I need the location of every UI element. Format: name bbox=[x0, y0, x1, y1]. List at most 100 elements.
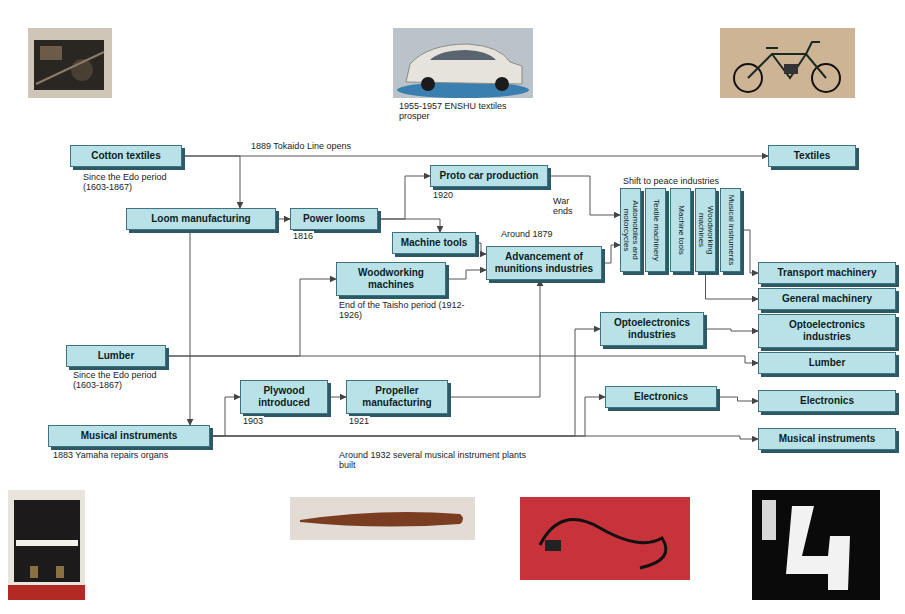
box-label: Advancement of munitions industries bbox=[493, 251, 595, 275]
note-label: Around 1879 bbox=[500, 229, 554, 239]
box-label: Transport machinery bbox=[765, 267, 889, 279]
car-photo bbox=[393, 28, 533, 98]
box-label: Automobiles and motorcycles bbox=[622, 190, 640, 270]
organ-pedal bbox=[56, 566, 64, 578]
loom-photo bbox=[28, 28, 112, 98]
box-label: Plywood introduced bbox=[247, 385, 321, 409]
box-label: Lumber bbox=[73, 350, 159, 362]
flow-arrow bbox=[210, 329, 600, 436]
flow-arrow bbox=[190, 230, 191, 425]
process-box: Electronics bbox=[605, 386, 717, 408]
organ-photo bbox=[8, 490, 85, 600]
process-box: Cotton textiles bbox=[70, 145, 182, 167]
cable bbox=[540, 520, 666, 568]
process-box: Propeller manufacturing bbox=[346, 380, 448, 414]
box-label: Textile machinery bbox=[651, 190, 660, 270]
flow-arrow bbox=[706, 272, 759, 299]
photo-ground bbox=[8, 490, 85, 600]
box-label: Electronics bbox=[612, 391, 710, 403]
flow-arrow bbox=[166, 356, 758, 363]
organ-keys bbox=[16, 540, 78, 546]
box-label: Electronics bbox=[765, 395, 889, 407]
process-box: Transport machinery bbox=[758, 262, 896, 284]
process-box: Musical instruments bbox=[48, 425, 210, 447]
flow-arrow bbox=[548, 176, 620, 215]
product-box: Textile machinery bbox=[645, 188, 666, 272]
note-label: Shift to peace industries bbox=[622, 176, 720, 186]
flow-arrow bbox=[276, 219, 290, 220]
flow-arrow bbox=[378, 176, 430, 219]
flow-arrow bbox=[182, 156, 768, 157]
box-label: Musical instruments bbox=[55, 430, 203, 442]
note-label: 1883 Yamaha repairs organs bbox=[52, 450, 169, 460]
flow-arrow bbox=[704, 329, 758, 331]
photo-ground bbox=[290, 497, 475, 540]
flow-arrow bbox=[476, 243, 486, 254]
cable-head bbox=[545, 540, 561, 551]
box-label: Optoelectronics industries bbox=[765, 319, 889, 343]
car-wheel bbox=[495, 77, 509, 91]
product-box: Woodworking machines bbox=[695, 188, 716, 272]
process-box: Textiles bbox=[768, 145, 856, 167]
loom-part bbox=[40, 46, 62, 60]
car-window bbox=[430, 50, 496, 60]
flow-arrow bbox=[328, 397, 346, 398]
flow-arrow bbox=[378, 219, 440, 232]
box-label: Musical instruments bbox=[765, 433, 889, 445]
box-label: Woodworking machines bbox=[343, 267, 439, 291]
propeller-photo bbox=[290, 497, 475, 540]
photo-ground bbox=[752, 490, 880, 600]
loom-frame bbox=[34, 40, 104, 90]
sensor-pattern bbox=[786, 506, 850, 590]
box-label: Optoelectronics industries bbox=[607, 317, 697, 341]
organ-pedal bbox=[30, 566, 38, 578]
process-box: Loom manufacturing bbox=[126, 208, 276, 230]
note-label: Since the Edo period (1603-1867) bbox=[72, 370, 174, 390]
process-box: Proto car production bbox=[430, 165, 548, 187]
flow-arrow bbox=[210, 397, 240, 436]
flow-arrow bbox=[446, 270, 486, 279]
process-box: Power looms bbox=[290, 208, 378, 230]
note-label: 1920 bbox=[432, 190, 454, 200]
bike-engine bbox=[784, 64, 798, 74]
note-label: Around 1932 several musical instrument p… bbox=[338, 450, 540, 470]
photo-ground bbox=[28, 28, 112, 98]
photo-ground bbox=[720, 28, 855, 98]
flow-arrow bbox=[717, 397, 758, 401]
endoscope-photo bbox=[520, 497, 690, 580]
process-box: Woodworking machines bbox=[336, 262, 446, 296]
box-label: Machine tools bbox=[676, 190, 685, 270]
process-box: Electronics bbox=[758, 390, 896, 412]
organ-body bbox=[14, 500, 80, 582]
product-box: Machine tools bbox=[670, 188, 691, 272]
box-label: Machine tools bbox=[399, 237, 469, 249]
process-box: Machine tools bbox=[392, 232, 476, 254]
note-label: Since the Edo period (1603-1867) bbox=[82, 172, 184, 192]
photo-floor bbox=[8, 585, 85, 600]
box-label: Loom manufacturing bbox=[133, 213, 269, 225]
process-box: Lumber bbox=[66, 345, 166, 367]
car-wheel bbox=[421, 77, 435, 91]
note-label: End of the Taisho period (1912-1926) bbox=[338, 300, 470, 320]
flow-arrow bbox=[182, 156, 240, 208]
sensor-pattern bbox=[762, 500, 776, 540]
box-label: Woodworking machines bbox=[697, 190, 715, 270]
sensor-photo bbox=[752, 490, 880, 600]
note-label: 1889 Tokaido Line opens bbox=[250, 141, 352, 151]
process-box: Plywood introduced bbox=[240, 380, 328, 414]
propeller-blade bbox=[300, 512, 463, 527]
process-box: Lumber bbox=[758, 352, 896, 374]
box-label: Cotton textiles bbox=[77, 150, 175, 162]
product-box: Musical instruments bbox=[720, 188, 741, 272]
bike-frame bbox=[748, 42, 826, 78]
process-box: Musical instruments bbox=[758, 428, 896, 450]
box-label: Textiles bbox=[775, 150, 849, 162]
note-label: 1921 bbox=[348, 416, 370, 426]
photo-ground bbox=[393, 28, 533, 98]
motorbike-photo bbox=[720, 28, 855, 98]
process-box: Optoelectronics industries bbox=[600, 312, 704, 346]
loom-bar bbox=[36, 52, 104, 84]
box-label: General machinery bbox=[765, 293, 889, 305]
box-label: Propeller manufacturing bbox=[353, 385, 441, 409]
